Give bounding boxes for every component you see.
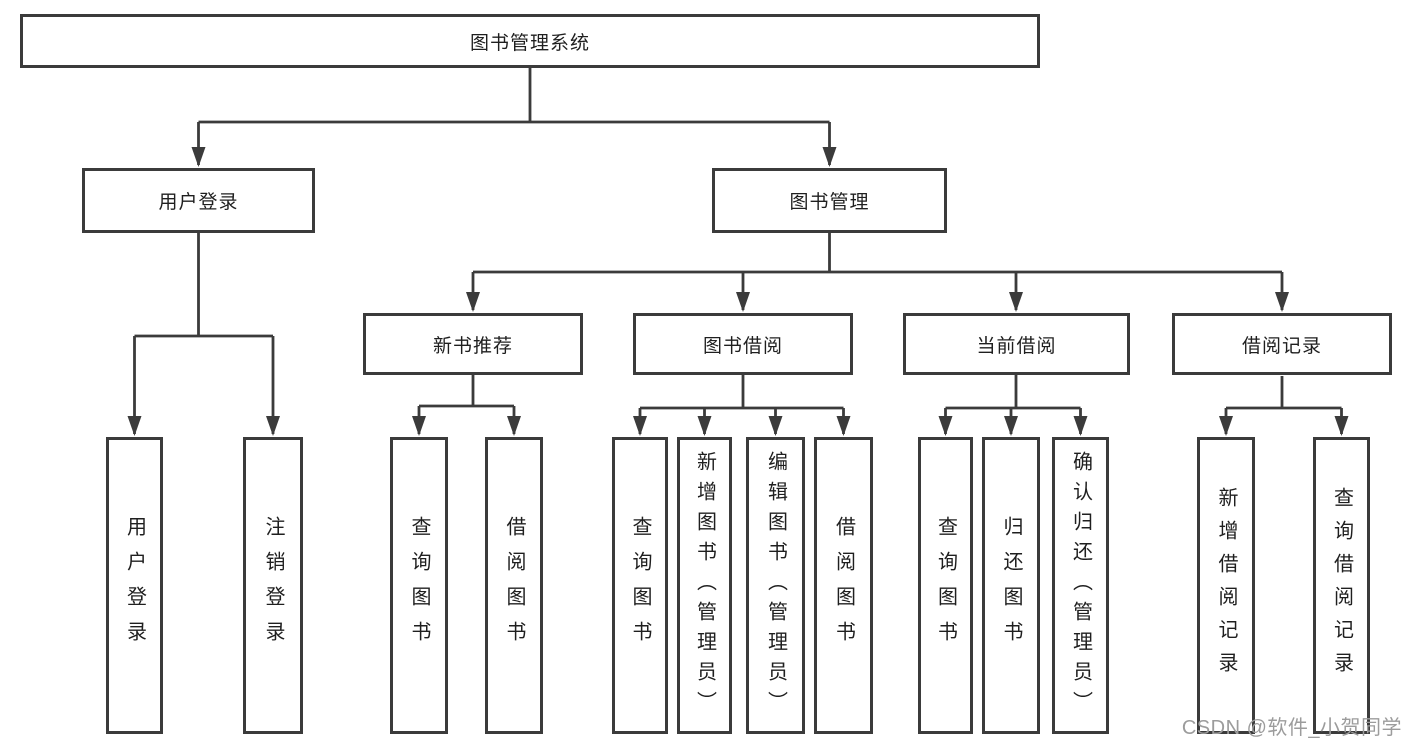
node-bb-query-books: 查询图书 <box>612 437 668 734</box>
node-bb-borrow-books: 借阅图书 <box>814 437 873 734</box>
node-cb-query-books-label: 查询图书 <box>934 515 957 656</box>
node-cb-return-books: 归还图书 <box>982 437 1040 734</box>
node-cb-return-books-label: 归还图书 <box>1000 515 1022 656</box>
node-nbr-borrow-books-label: 借阅图书 <box>503 515 525 656</box>
node-cb-confirm-return-admin-label: 确认归还（管理员） <box>1069 450 1092 721</box>
node-br-query-record-label: 查询借阅记录 <box>1330 486 1353 685</box>
node-cb-confirm-return-admin: 确认归还（管理员） <box>1052 437 1109 734</box>
node-borrow-records: 借阅记录 <box>1172 313 1392 375</box>
node-bb-query-books-label: 查询图书 <box>629 515 651 656</box>
node-br-query-record: 查询借阅记录 <box>1313 437 1370 734</box>
node-bb-add-books-admin-label: 新增图书（管理员） <box>693 450 716 721</box>
node-logout-action: 注销登录 <box>243 437 303 734</box>
node-nbr-borrow-books: 借阅图书 <box>485 437 543 734</box>
node-logout-action-label: 注销登录 <box>262 515 284 656</box>
node-br-add-record: 新增借阅记录 <box>1197 437 1255 734</box>
node-user-login-action: 用户登录 <box>106 437 163 734</box>
node-user-login: 用户登录 <box>82 168 315 233</box>
node-root: 图书管理系统 <box>20 14 1040 68</box>
csdn-watermark: CSDN @软件_小贺同学 <box>1181 717 1402 739</box>
node-nbr-query-books: 查询图书 <box>390 437 448 734</box>
node-bb-edit-books-admin: 编辑图书（管理员） <box>746 437 805 734</box>
node-current-borrowing: 当前借阅 <box>903 313 1130 375</box>
node-bb-edit-books-admin-label: 编辑图书（管理员） <box>764 450 787 721</box>
node-new-book-recommend: 新书推荐 <box>363 313 583 375</box>
node-nbr-query-books-label: 查询图书 <box>408 515 430 656</box>
node-br-add-record-label: 新增借阅记录 <box>1215 486 1237 685</box>
node-user-login-action-label: 用户登录 <box>123 515 146 656</box>
node-book-borrowing: 图书借阅 <box>633 313 853 375</box>
node-book-management: 图书管理 <box>712 168 947 233</box>
node-cb-query-books: 查询图书 <box>918 437 973 734</box>
node-bb-borrow-books-label: 借阅图书 <box>832 515 855 656</box>
node-bb-add-books-admin: 新增图书（管理员） <box>677 437 732 734</box>
